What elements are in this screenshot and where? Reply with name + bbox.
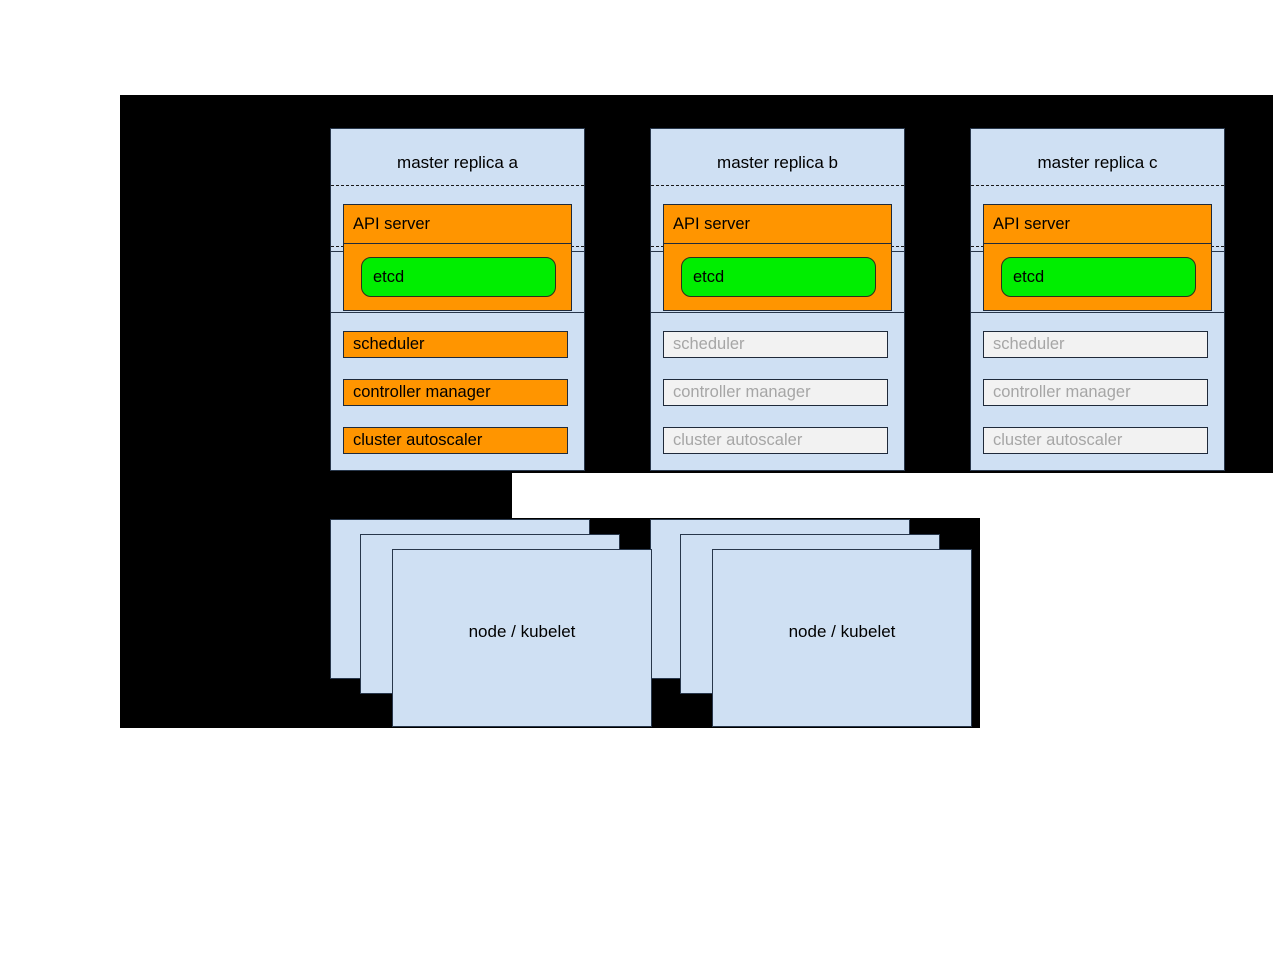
replica-c-api-server-label: API server [993, 214, 1071, 233]
replica-a-controller-manager[interactable]: controller manager [343, 379, 568, 406]
replica-a-api-server-label: API server [353, 214, 431, 233]
replica-b-controller-manager-label: controller manager [673, 383, 811, 401]
replica-a-etcd[interactable]: etcd [361, 257, 556, 297]
replica-b-scheduler[interactable]: scheduler [663, 331, 888, 358]
replica-c-cluster-autoscaler[interactable]: cluster autoscaler [983, 427, 1208, 454]
replica-a-cluster-autoscaler[interactable]: cluster autoscaler [343, 427, 568, 454]
master-replica-a-title: master replica a [397, 153, 518, 172]
replica-b-etcd[interactable]: etcd [681, 257, 876, 297]
replica-a-scheduler[interactable]: scheduler [343, 331, 568, 358]
replica-c-etcd[interactable]: etcd [1001, 257, 1196, 297]
replica-c-divider-top [971, 185, 1224, 186]
replica-c-rule-lower [971, 312, 1224, 313]
replica-a-divider-top [331, 185, 584, 186]
replica-a-cluster-autoscaler-label: cluster autoscaler [353, 431, 483, 449]
replica-c-scheduler-label: scheduler [993, 335, 1065, 353]
replica-b-cluster-autoscaler-label: cluster autoscaler [673, 431, 803, 449]
replica-a-etcd-label: etcd [373, 267, 405, 286]
replica-b-api-server[interactable]: API server [663, 204, 892, 244]
node-group-2-card-front[interactable]: node / kubelet [712, 549, 972, 727]
replica-a-rule-lower [331, 312, 584, 313]
replica-c-etcd-label: etcd [1013, 267, 1045, 286]
replica-b-rule-lower [651, 312, 904, 313]
replica-b-etcd-label: etcd [693, 267, 725, 286]
node-group-2-label: node / kubelet [788, 622, 896, 641]
replica-c-controller-manager-label: controller manager [993, 383, 1131, 401]
replica-b-cluster-autoscaler[interactable]: cluster autoscaler [663, 427, 888, 454]
master-replica-c-title: master replica c [1037, 153, 1158, 172]
replica-a-controller-manager-label: controller manager [353, 383, 491, 401]
replica-a-api-server[interactable]: API server [343, 204, 572, 244]
replica-c-cluster-autoscaler-label: cluster autoscaler [993, 431, 1123, 449]
master-replica-b-title: master replica b [717, 153, 838, 172]
replica-c-api-server[interactable]: API server [983, 204, 1212, 244]
replica-b-api-server-label: API server [673, 214, 751, 233]
backdrop-middle-band [120, 473, 512, 518]
replica-a-scheduler-label: scheduler [353, 335, 425, 353]
replica-b-divider-top [651, 185, 904, 186]
replica-c-scheduler[interactable]: scheduler [983, 331, 1208, 358]
replica-b-scheduler-label: scheduler [673, 335, 745, 353]
node-group-1-card-front[interactable]: node / kubelet [392, 549, 652, 727]
replica-c-controller-manager[interactable]: controller manager [983, 379, 1208, 406]
node-group-1-label: node / kubelet [468, 622, 576, 641]
replica-b-controller-manager[interactable]: controller manager [663, 379, 888, 406]
